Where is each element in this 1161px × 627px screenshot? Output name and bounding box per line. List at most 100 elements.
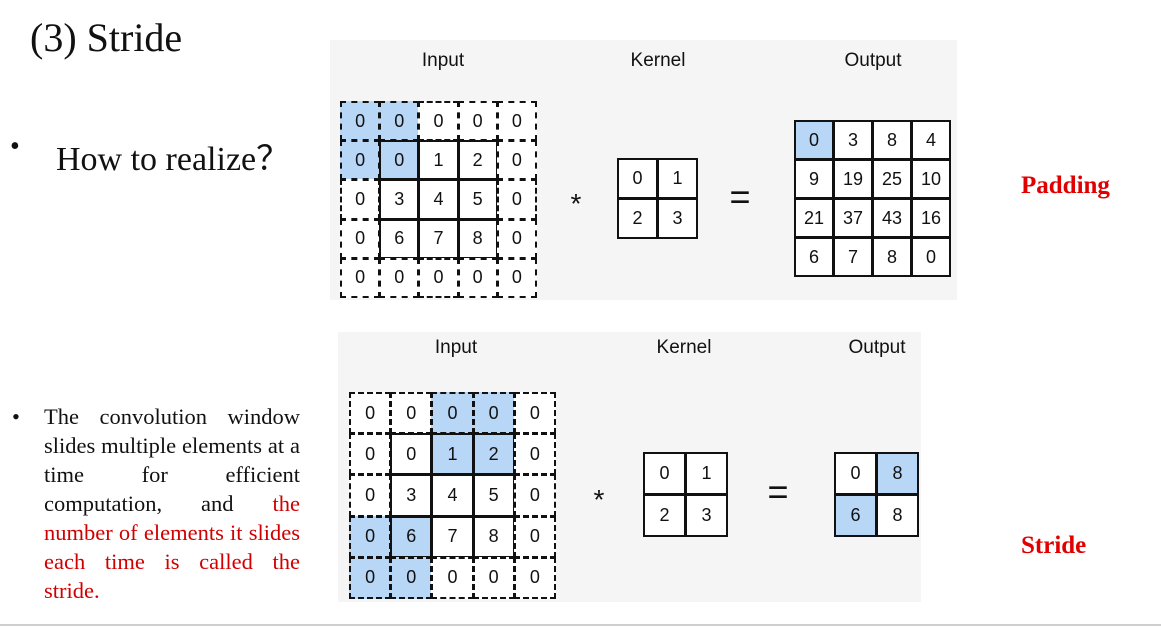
padding-cell: 0	[513, 392, 556, 435]
grid-cell: 19	[833, 159, 873, 199]
padding-cell: 0	[418, 257, 459, 298]
grid-cell: 3	[657, 198, 698, 239]
padding-cell: 0	[340, 101, 381, 142]
grid-cell: 4	[418, 179, 459, 220]
padding-cell: 0	[340, 140, 381, 181]
padding-cell: 0	[340, 179, 381, 220]
padding-cell: 0	[349, 392, 392, 435]
grid-cell: 0	[379, 140, 420, 181]
padding-cell: 0	[349, 433, 392, 476]
grid-cell: 8	[876, 494, 919, 537]
padding-cell: 0	[379, 257, 420, 298]
grid-cell: 8	[457, 218, 498, 259]
slide-title: (3) Stride	[30, 15, 183, 60]
grid-cell: 1	[685, 452, 728, 495]
padding-cell: 0	[457, 257, 498, 298]
bullet-dot: •	[10, 131, 20, 162]
padding-cell: 0	[513, 515, 556, 558]
convolution-operator: *	[570, 188, 582, 219]
grid-cell: 7	[833, 237, 873, 277]
equals-sign: =	[729, 176, 751, 217]
grid-cell: 6	[794, 237, 834, 277]
grid-cell: 6	[379, 218, 420, 259]
padding-cell: 0	[513, 433, 556, 476]
grid-cell: 5	[457, 179, 498, 220]
grid-cell: 3	[833, 120, 873, 160]
grid-cell: 3	[390, 474, 433, 517]
slide-bottom-divider	[0, 624, 1161, 626]
convolution-operator: *	[593, 484, 605, 515]
grid-cell: 1	[657, 158, 698, 199]
padding-label: Padding	[1021, 172, 1110, 199]
stride-label: Stride	[1021, 532, 1087, 559]
grid-cell: 4	[911, 120, 951, 160]
grid-cell: 9	[794, 159, 834, 199]
padding-cell: 0	[379, 101, 420, 142]
grid-cell: 3	[379, 179, 420, 220]
grid-cell: 6	[390, 515, 433, 558]
grid-cell: 2	[457, 140, 498, 181]
grid-cell: 16	[911, 198, 951, 238]
kernel-header: Kernel	[656, 337, 712, 358]
padding-cell: 0	[349, 474, 392, 517]
grid-cell: 0	[643, 452, 686, 495]
grid-cell: 0	[617, 158, 658, 199]
grid-cell: 1	[418, 140, 459, 181]
padding-cell: 0	[390, 556, 433, 599]
question-text: How to realize？	[56, 141, 291, 178]
grid-cell: 2	[472, 433, 515, 476]
output-header: Output	[848, 337, 906, 358]
grid-cell: 8	[872, 120, 912, 160]
grid-cell: 8	[872, 237, 912, 277]
grid-cell: 0	[911, 237, 951, 277]
padding-cell: 0	[513, 556, 556, 599]
padding-cell: 0	[496, 101, 537, 142]
grid-cell: 2	[617, 198, 658, 239]
padding-cell: 0	[496, 140, 537, 181]
grid-cell: 8	[876, 452, 919, 495]
padding-cell: 0	[431, 556, 474, 599]
padding-cell: 0	[349, 515, 392, 558]
input-header: Input	[434, 337, 478, 358]
grid-cell: 21	[794, 198, 834, 238]
padding-cell: 0	[340, 218, 381, 259]
padding-cell: 0	[472, 556, 515, 599]
grid-cell: 3	[685, 494, 728, 537]
bullet-dot: •	[12, 404, 20, 429]
grid-cell: 2	[643, 494, 686, 537]
padding-cell: 0	[496, 257, 537, 298]
grid-cell: 4	[431, 474, 474, 517]
explanation-highlight: the number of elements it slides each ti…	[44, 491, 300, 603]
kernel-header: Kernel	[630, 50, 686, 71]
grid-cell: 8	[472, 515, 515, 558]
grid-cell: 10	[911, 159, 951, 199]
padding-cell: 0	[431, 392, 474, 435]
padding-cell: 0	[472, 392, 515, 435]
input-header: Input	[421, 50, 465, 71]
output-header: Output	[844, 50, 902, 71]
grid-cell: 0	[834, 452, 877, 495]
grid-cell: 0	[794, 120, 834, 160]
grid-cell: 37	[833, 198, 873, 238]
grid-cell: 25	[872, 159, 912, 199]
grid-cell: 6	[834, 494, 877, 537]
padding-cell: 0	[340, 257, 381, 298]
padding-cell: 0	[390, 392, 433, 435]
padding-cell: 0	[457, 101, 498, 142]
equals-sign: =	[767, 471, 789, 512]
grid-cell: 0	[390, 433, 433, 476]
grid-cell: 1	[431, 433, 474, 476]
padding-cell: 0	[418, 101, 459, 142]
grid-cell: 7	[418, 218, 459, 259]
grid-cell: 5	[472, 474, 515, 517]
explanation-body: The convolution window slides multiple e…	[44, 402, 300, 605]
padding-cell: 0	[513, 474, 556, 517]
